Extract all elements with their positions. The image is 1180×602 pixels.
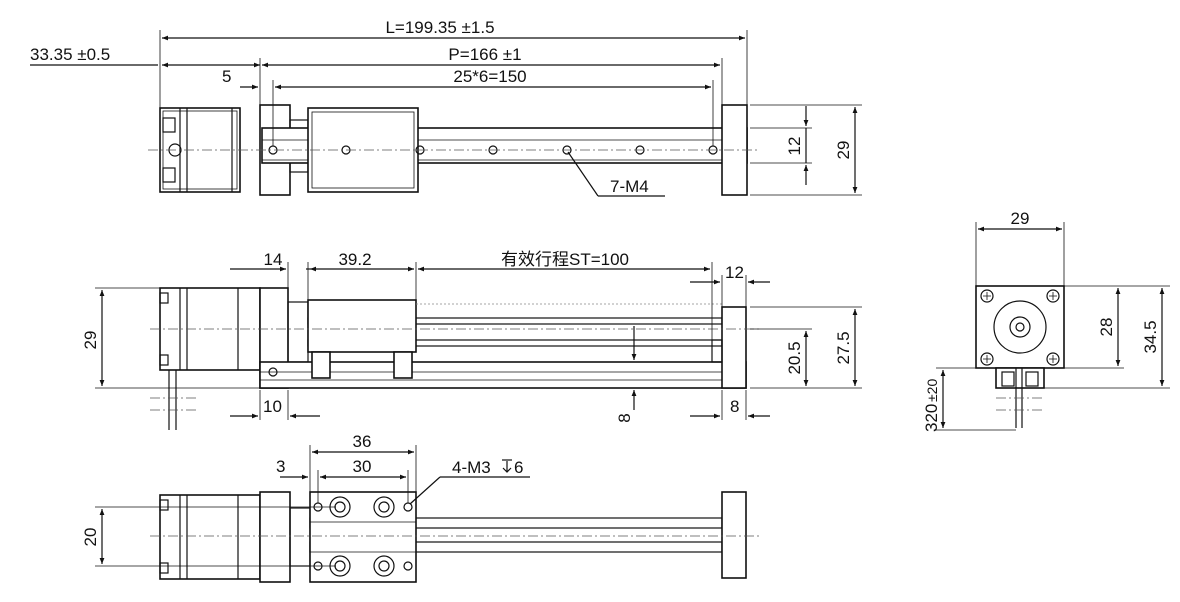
callout-tapped: 4-M3 <box>452 458 491 477</box>
dim-stroke: 有效行程ST=100 <box>501 250 629 269</box>
dim-bolt-spacing: 30 <box>353 457 372 476</box>
depth-symbol-icon <box>502 459 512 473</box>
end-view-screws <box>980 289 1060 366</box>
dim-carriage-height: 20.5 <box>785 341 804 374</box>
dim-hole-row: 20 <box>81 528 100 547</box>
bottom-view-bolts <box>313 496 413 577</box>
dim-edge: 3 <box>276 457 285 476</box>
dim-plate-width: 36 <box>353 432 372 451</box>
end-view-flange <box>975 285 1065 369</box>
dim-base-thickness: 8 <box>615 413 634 422</box>
dim-hole-spacing: 25*6=150 <box>453 67 526 86</box>
dim-pitch-total: P=166 ±1 <box>448 45 521 64</box>
dim-first-hole: 5 <box>222 67 231 86</box>
bottom-view-motor <box>159 494 261 580</box>
end-view-base <box>995 367 1045 389</box>
top-view-carriage <box>307 107 419 193</box>
bottom-view-end-block <box>721 491 747 579</box>
dim-top-height: 29 <box>834 141 853 160</box>
dim-end-block: 12 <box>725 263 744 282</box>
dim-end-mount: 28 <box>1097 318 1116 337</box>
side-view: 14 39.2 有效行程ST=100 12 29 20.5 27.5 8 10 … <box>81 250 862 430</box>
end-view: 29 28 34.5 320 ±20 <box>922 209 1170 432</box>
side-view-end-block <box>721 306 747 389</box>
side-view-base <box>259 361 747 389</box>
dim-side-height: 29 <box>81 331 100 350</box>
dim-cable-main: 320 <box>922 404 941 432</box>
side-view-carriage <box>307 299 417 353</box>
dim-rail-width: 12 <box>785 137 804 156</box>
dim-carriage-length: 39.2 <box>338 250 371 269</box>
dim-left-base: 10 <box>263 397 282 416</box>
dim-end-height: 34.5 <box>1141 320 1160 353</box>
dim-motor-offset: 14 <box>264 250 283 269</box>
bottom-view-carriage <box>309 491 417 583</box>
dim-total-height: 27.5 <box>834 331 853 364</box>
dim-cable-length: 320 ±20 <box>922 379 941 432</box>
bottom-view: 36 3 30 4-M3 6 20 <box>81 432 760 583</box>
callout-holes: 7-M4 <box>610 177 649 196</box>
dim-motor-length: 33.35 ±0.5 <box>30 45 110 64</box>
dim-overall-length: L=199.35 ±1.5 <box>385 18 494 37</box>
callout-tapped-holes: 4-M3 6 <box>452 458 523 477</box>
top-view: L=199.35 ±1.5 33.35 ±0.5 P=166 ±1 5 25*6… <box>30 18 862 197</box>
callout-depth: 6 <box>514 458 523 477</box>
dim-right-base: 8 <box>730 397 739 416</box>
dim-end-width: 29 <box>1011 209 1030 228</box>
dim-cable-tol: ±20 <box>924 379 940 402</box>
